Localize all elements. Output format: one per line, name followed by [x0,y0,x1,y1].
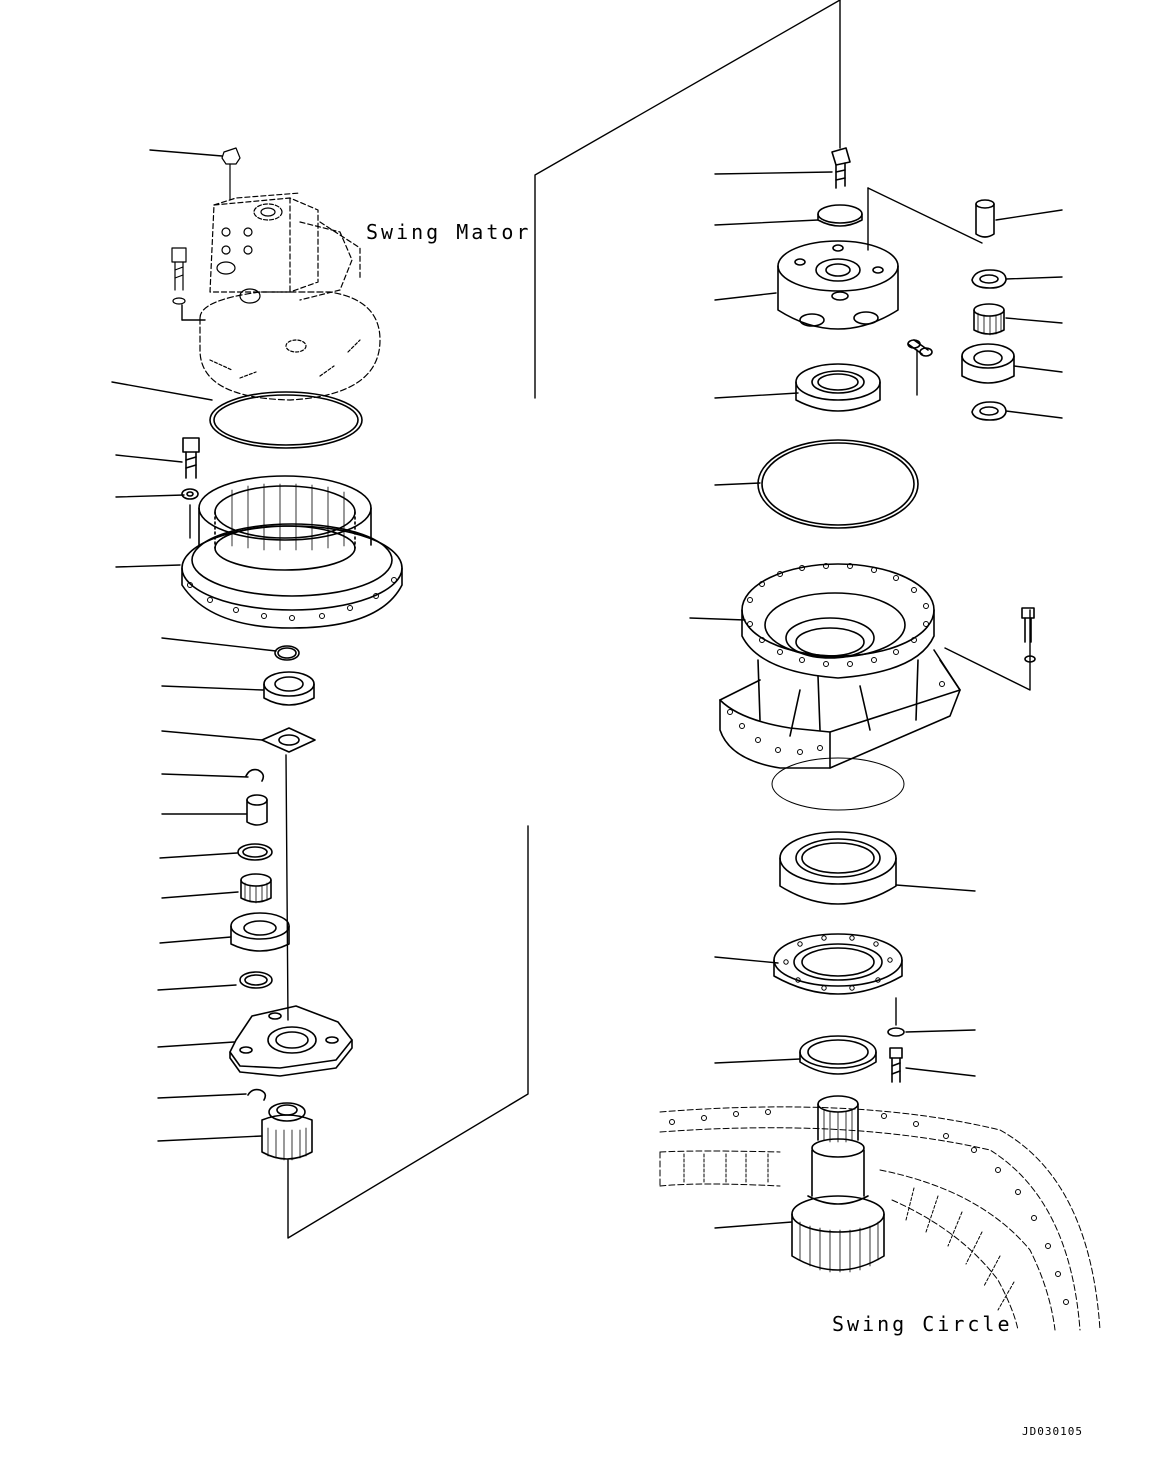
leader-lines-right [689,171,1063,1229]
swing-motor-caption: Swing Mator [366,220,532,244]
assembly-lines [181,0,1031,1239]
swing-circle-caption: Swing Circle [832,1312,1013,1336]
swing-circle [659,1106,1101,1331]
right-parts [719,147,1036,1273]
leader-lines-left [111,149,277,1142]
swing-motor [171,147,381,401]
left-parts [181,391,403,1161]
drawing-code: JD030105 [1022,1425,1083,1438]
